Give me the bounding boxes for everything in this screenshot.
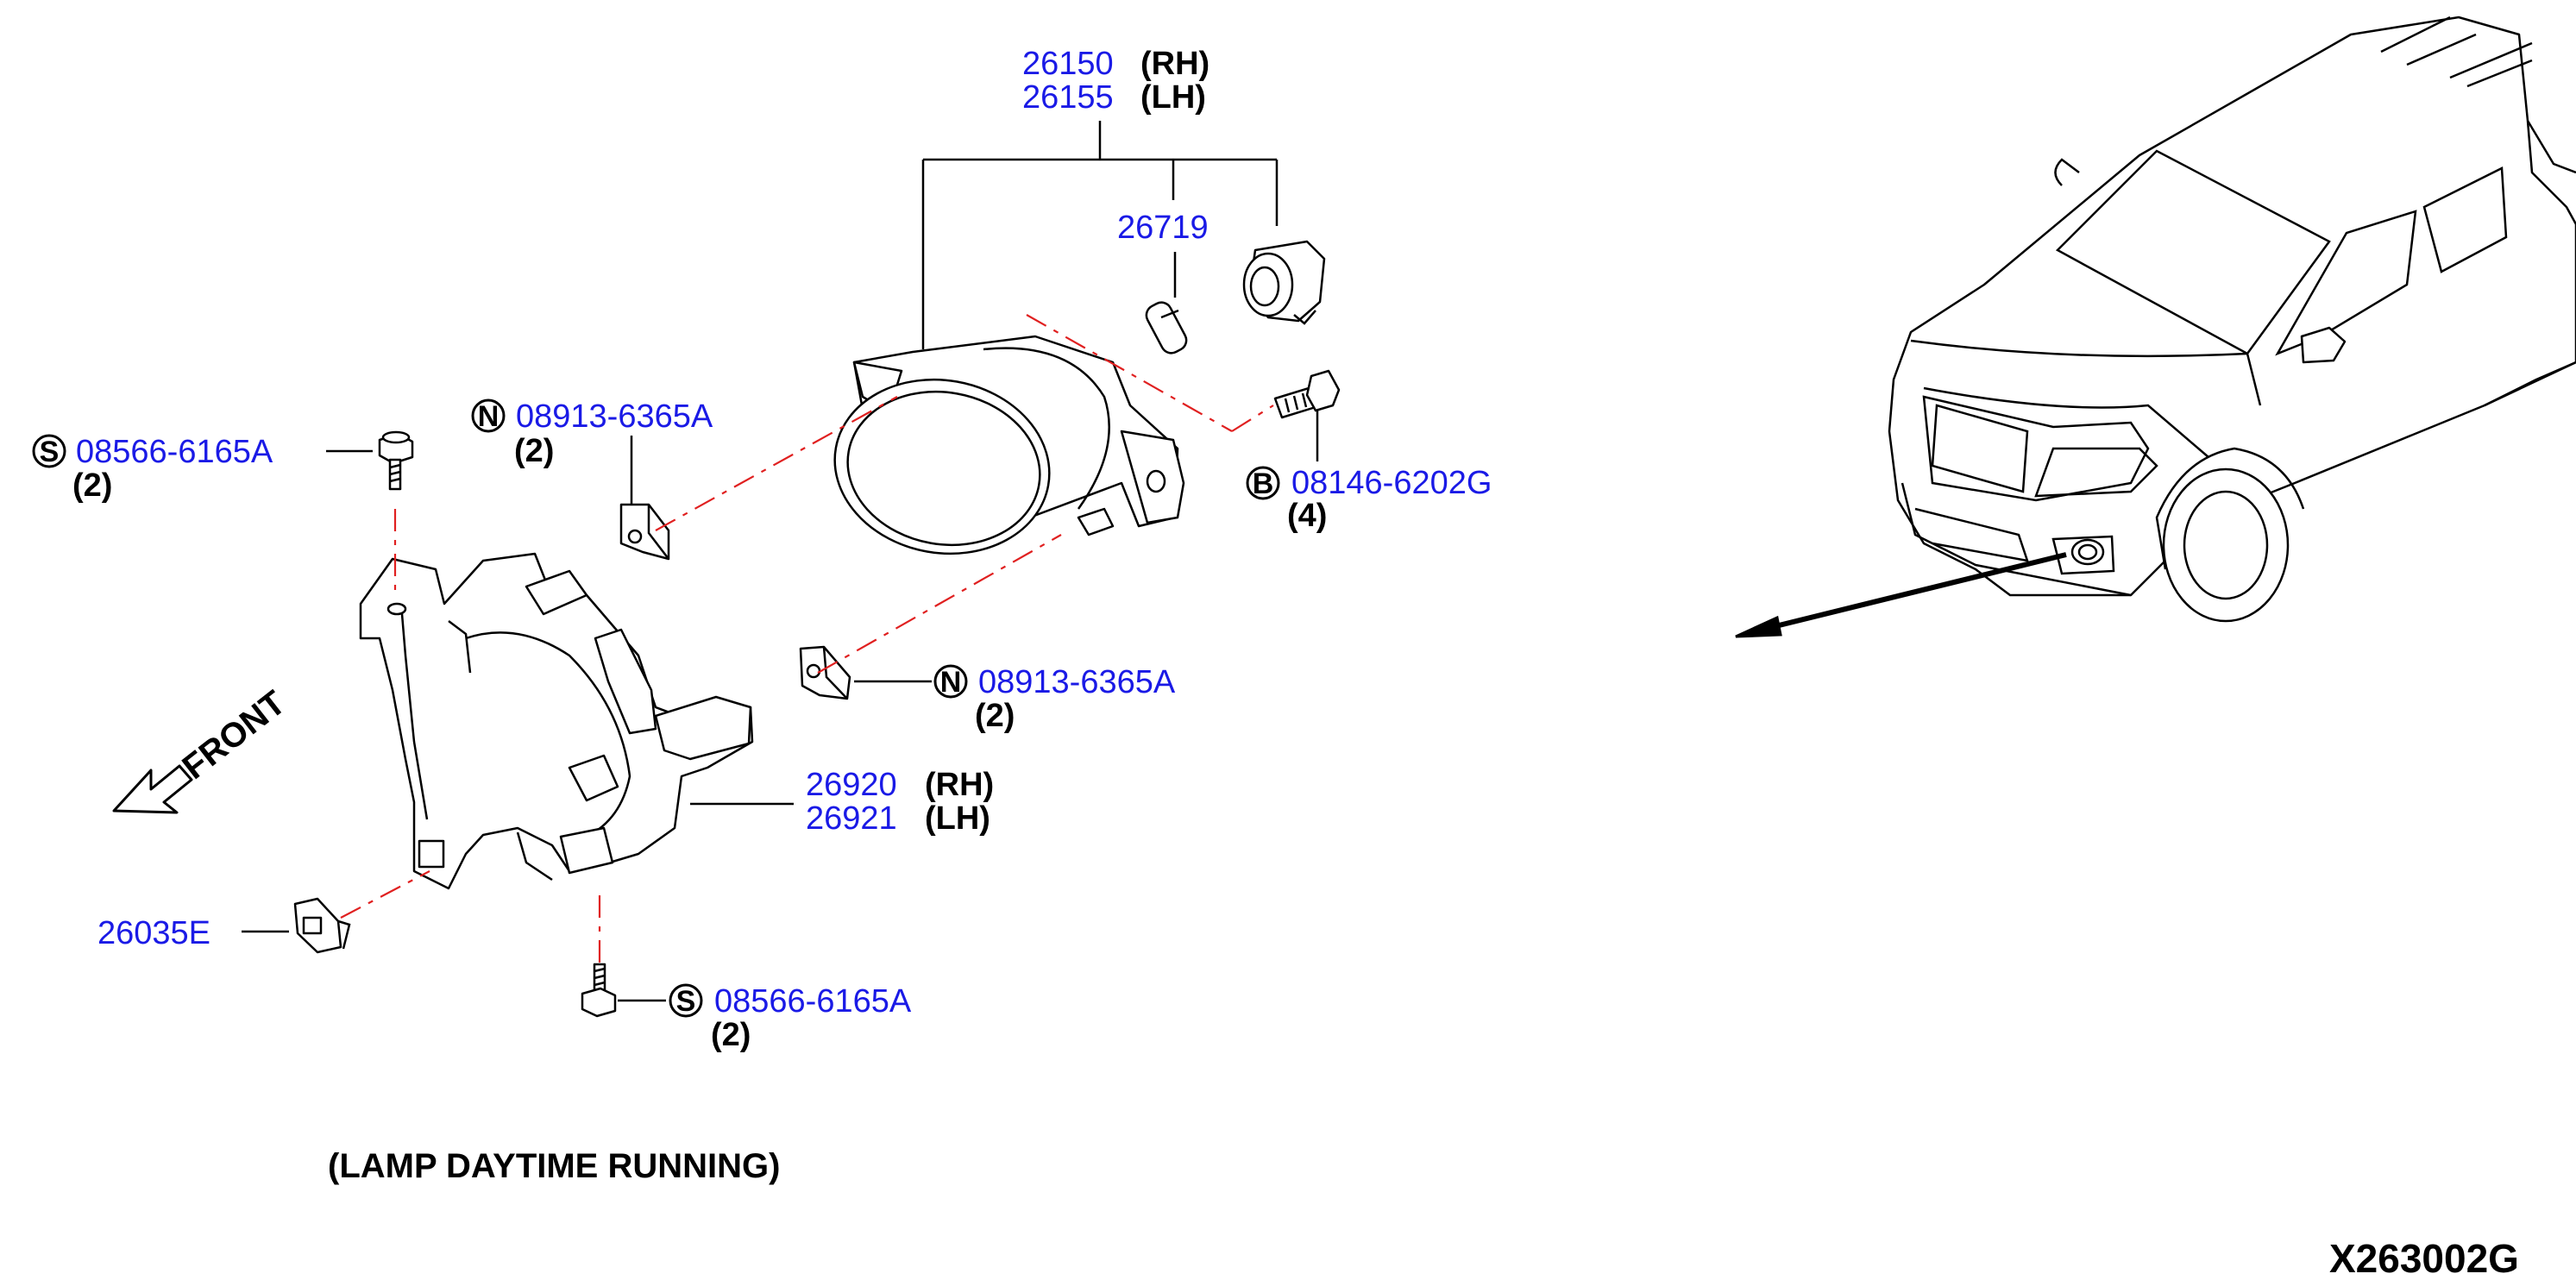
bracket-side-lh: (LH) xyxy=(925,800,990,837)
vehicle-illustration-icon xyxy=(1888,16,2576,623)
part-number-fog-lamp-lh: 26155 xyxy=(1022,79,1114,116)
symbol-n-mid: N xyxy=(940,666,962,699)
assembly-centerlines xyxy=(340,314,1274,963)
callout-screw-bottom[interactable]: S 08566-6165A (2) xyxy=(669,983,912,1053)
side-label-lh: (LH) xyxy=(1140,79,1206,116)
clip-icon xyxy=(293,897,351,954)
part-number-screw-top: 08566-6165A xyxy=(76,434,273,470)
bracket-side-rh: (RH) xyxy=(925,767,994,803)
front-label: FRONT xyxy=(175,684,292,787)
bolt-icon xyxy=(1273,369,1341,419)
part-number-screw-bottom: 08566-6165A xyxy=(714,983,912,1020)
bracket-assembly-icon xyxy=(359,552,754,890)
symbol-n-top: N xyxy=(478,400,499,433)
qty-screw-top: (2) xyxy=(72,467,112,504)
part-number-bracket-rh: 26920 xyxy=(806,767,897,803)
side-label-rh: (RH) xyxy=(1140,46,1209,82)
diagram-code: X263002G xyxy=(2329,1236,2519,1280)
symbol-b: B xyxy=(1253,467,1274,500)
leader-tree-fog-lamp xyxy=(921,121,1279,349)
callout-bracket[interactable]: 26920 (RH) 26921 (LH) xyxy=(806,767,994,837)
callout-bolt[interactable]: B 08146-6202G (4) xyxy=(1246,465,1492,534)
callout-nut-top[interactable]: N 08913-6365A (2) xyxy=(471,398,713,469)
symbol-s-top: S xyxy=(40,436,60,468)
front-direction-arrow-icon xyxy=(112,764,193,814)
part-number-bolt: 08146-6202G xyxy=(1291,465,1492,501)
part-number-bulb[interactable]: 26719 xyxy=(1117,210,1209,246)
qty-bolt: (4) xyxy=(1287,498,1327,534)
part-number-fog-lamp-rh: 26150 xyxy=(1022,46,1114,82)
callout-screw-top[interactable]: S 08566-6165A (2) xyxy=(32,434,273,504)
qty-screw-bottom: (2) xyxy=(711,1017,751,1053)
callout-fog-lamp[interactable]: 26150 (RH) 26155 (LH) xyxy=(1022,46,1209,116)
symbol-s-bottom: S xyxy=(676,985,696,1018)
speed-nut-mid-icon xyxy=(799,645,851,700)
location-pointer-arrow-icon xyxy=(1735,552,2067,638)
qty-nut-mid: (2) xyxy=(975,698,1015,734)
qty-nut-top: (2) xyxy=(514,433,554,469)
part-number-nut-top: 08913-6365A xyxy=(516,398,713,435)
speed-nut-top-icon xyxy=(619,503,670,561)
screw-bottom-icon xyxy=(581,963,617,1018)
diagram-caption: (LAMP DAYTIME RUNNING) xyxy=(328,1147,780,1185)
bulb-wedge-icon xyxy=(1145,301,1188,355)
part-number-nut-mid: 08913-6365A xyxy=(978,664,1176,700)
part-number-clip: 26035E xyxy=(97,915,210,951)
part-number-bracket-lh: 26921 xyxy=(806,800,897,837)
callout-nut-mid[interactable]: N 08913-6365A (2) xyxy=(933,664,1176,734)
callout-clip[interactable]: 26035E xyxy=(97,915,210,951)
fog-lamp-assembly-icon xyxy=(833,335,1185,555)
bulb-socket-icon xyxy=(1242,240,1326,325)
screw-top-icon xyxy=(378,430,414,491)
